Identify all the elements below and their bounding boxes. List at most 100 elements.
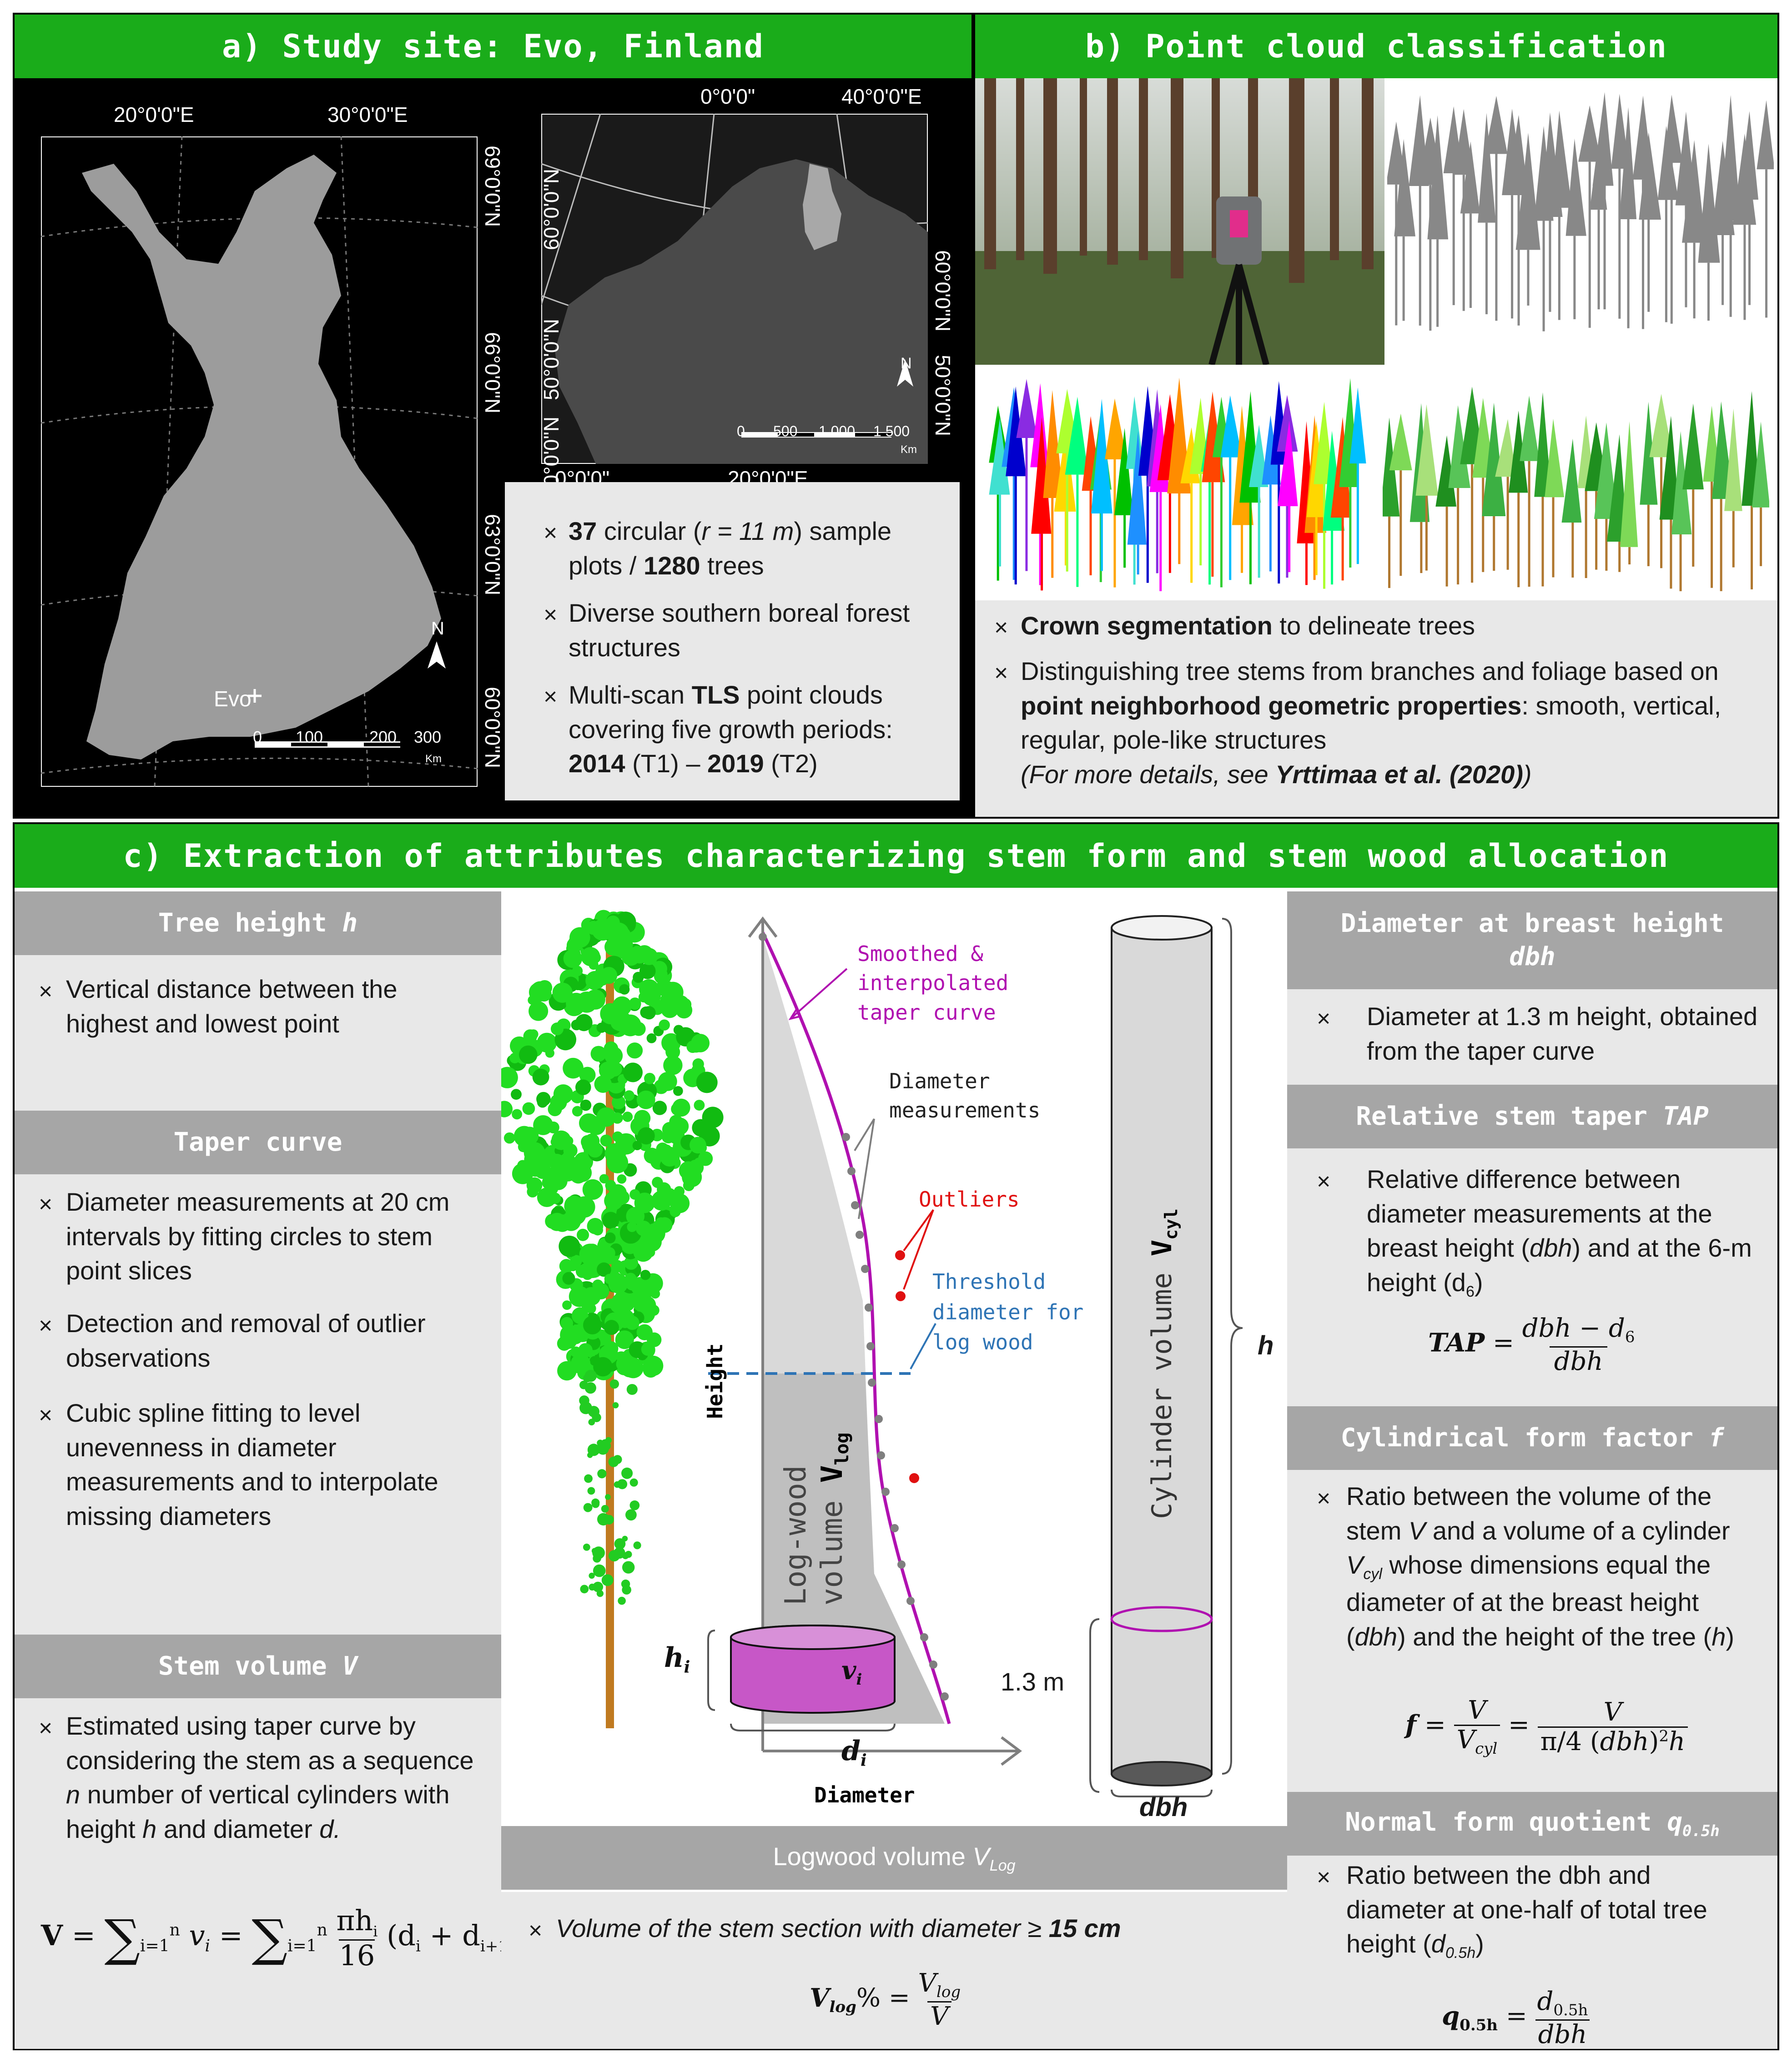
fin-scale-300: 300 xyxy=(414,728,442,746)
tls-scanner-icon xyxy=(1208,196,1269,365)
cylinder-volume xyxy=(1110,915,1213,1786)
hi-label: hi xyxy=(664,1642,690,1677)
stem-volume-header: Stem volume V xyxy=(15,1635,501,1698)
eu-lat-right-1: 60°0'0"N xyxy=(931,250,955,332)
evo-label: Evo xyxy=(214,687,252,711)
panel-a-bullet-1: 37 circular (r = 11 m) sample plots / 12… xyxy=(569,517,892,580)
tree-height-text: Vertical distance between the highest an… xyxy=(66,975,398,1038)
taper-bullet-2: Detection and removal of outlier observa… xyxy=(66,1309,426,1372)
panel-b-bullets: × Crown segmentation to delineate trees … xyxy=(975,600,1777,817)
bullet-icon: × xyxy=(1317,1168,1331,1195)
stem-volume-text: Estimated using taper curve by consideri… xyxy=(66,1711,474,1843)
outliers-label: Outliers xyxy=(919,1187,1020,1212)
nfq-header: Normal form quotient q0.5h xyxy=(1287,1792,1777,1856)
breast-height-label: 1.3 m xyxy=(1001,1667,1065,1696)
evo-marker xyxy=(248,689,262,703)
europe-north-arrow xyxy=(897,359,913,387)
logwood-header: Logwood volume VLog xyxy=(501,1826,1287,1890)
point-cloud-gray xyxy=(1387,92,1774,332)
eu-scale-0: 0 xyxy=(737,423,745,439)
eu-lat-left-1: 60°0'0"N xyxy=(539,168,563,250)
tree-point-cloud xyxy=(501,910,724,1728)
panel-a-title: a) Study site: Evo, Finland xyxy=(15,15,972,78)
taper-bullet-1: Diameter measurements at 20 cm intervals… xyxy=(66,1187,450,1285)
tap-header: Relative stem taper TAP xyxy=(1287,1085,1777,1148)
bullet-icon: × xyxy=(39,1313,53,1339)
volume-element-cylinder xyxy=(730,1625,896,1714)
eu-scale-1000: 1 000 xyxy=(819,423,856,439)
bullet-icon: × xyxy=(544,520,558,546)
bullet-icon: × xyxy=(994,660,1008,686)
eu-scale-1500: 1 500 xyxy=(873,423,910,439)
taper-curve-header: Taper curve xyxy=(15,1111,501,1174)
bullet-icon: × xyxy=(544,602,558,628)
di-label: di xyxy=(841,1735,867,1770)
eu-scale-500: 500 xyxy=(773,423,798,439)
cff-header: Cylindrical form factor f xyxy=(1287,1406,1777,1470)
fin-lon-label-1: 20°0'0"E xyxy=(114,103,194,126)
right-column xyxy=(1287,891,1777,2049)
bullet-icon: × xyxy=(39,1715,53,1741)
eu-scale-unit: Km xyxy=(901,443,917,456)
fin-lat-label-2: 66°0'0"N xyxy=(481,332,504,414)
fin-north-label: N xyxy=(431,619,444,639)
fin-lon-label-2: 30°0'0"E xyxy=(327,103,408,126)
outlier-dots xyxy=(895,1250,919,1483)
cylinder-height-label: h xyxy=(1258,1331,1274,1360)
eu-lat-left-2: 50°0'0"N xyxy=(539,318,563,400)
logwood-text: Volume of the stem section with diameter… xyxy=(556,1914,1121,1942)
fin-lat-label-1: 69°0'0"N xyxy=(481,146,504,227)
bullet-icon: × xyxy=(39,1402,53,1429)
finland-shape xyxy=(82,155,441,760)
panel-c-title: c) Extraction of attributes characterizi… xyxy=(15,824,1777,888)
dbh-text: Diameter at 1.3 m height, obtained from … xyxy=(1367,1002,1758,1065)
finland-highlight xyxy=(803,164,841,250)
panel-b-bullet-2: Distinguishing tree stems from branches … xyxy=(1021,657,1722,789)
eu-lon-top-1: 0°0'0" xyxy=(700,85,755,108)
fin-lat-label-3: 63°0'0"N xyxy=(481,514,504,596)
left-column xyxy=(15,891,501,2049)
eu-lat-right-2: 50°0'0"N xyxy=(931,355,955,437)
fin-scale-0: 0 xyxy=(253,728,262,746)
cylinder-volume-label: Cylinder volume Vcyl xyxy=(1146,1208,1181,1519)
height-axis-label: Height xyxy=(703,1343,727,1419)
logwood-box xyxy=(501,1892,1287,2049)
tree-height-header: Tree height h xyxy=(15,891,501,955)
bullet-icon: × xyxy=(544,684,558,710)
forest-photo xyxy=(975,78,1384,365)
fin-lat-label-4: 60°0'0"N xyxy=(481,687,504,769)
tap-text: Relative difference between diameter mea… xyxy=(1367,1165,1752,1300)
point-cloud-stem-foliage xyxy=(1383,387,1769,591)
fin-scale-100: 100 xyxy=(296,728,323,746)
panel-b-title: b) Point cloud classification xyxy=(975,15,1777,78)
taper-diagram xyxy=(501,891,1287,1824)
europe-map xyxy=(541,114,928,464)
bullet-icon: × xyxy=(39,978,53,1005)
bullet-icon: × xyxy=(1317,1485,1331,1512)
bullet-icon: × xyxy=(39,1191,53,1218)
eu-lon-top-2: 40°0'0"E xyxy=(841,85,922,108)
bullet-icon: × xyxy=(1317,1006,1331,1032)
dbh-label: dbh xyxy=(1139,1792,1188,1822)
panel-a-bullet-2: Diverse southern boreal forest structure… xyxy=(569,599,910,662)
fin-scale-200: 200 xyxy=(369,728,397,746)
panel-a-bullet-3: Multi-scan TLS point clouds covering fiv… xyxy=(569,680,893,778)
europe-scale-bar xyxy=(741,432,891,438)
vi-label: vi xyxy=(841,1655,862,1689)
taper-curve xyxy=(761,931,951,1724)
bullet-icon: × xyxy=(1317,1864,1331,1891)
panel-a-bullets: × 37 circular (r = 11 m) sample plots / … xyxy=(505,482,960,800)
nfq-text: Ratio between the dbh and diameter at on… xyxy=(1346,1861,1707,1962)
finland-scale-bar xyxy=(255,741,400,748)
finland-north-arrow xyxy=(428,641,446,669)
